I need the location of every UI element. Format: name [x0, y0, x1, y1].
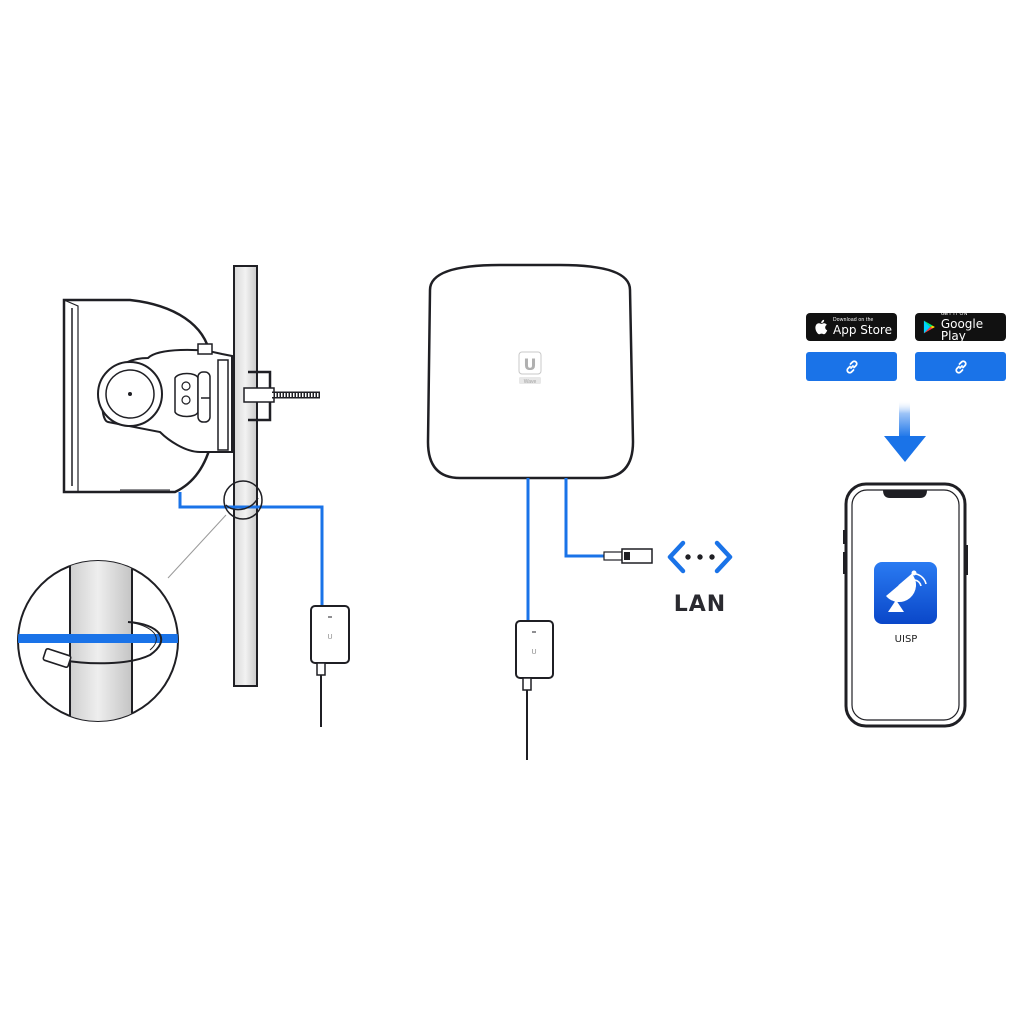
google-play-label: Google Play	[940, 317, 984, 343]
satellite-dish-icon	[886, 570, 927, 612]
app-store-label: App Store	[833, 323, 892, 337]
mounting-pole	[233, 265, 258, 687]
smartphone	[843, 482, 968, 728]
svg-text:U: U	[531, 649, 536, 656]
device-logo: U Wave	[518, 351, 542, 385]
uisp-app-icon[interactable]	[874, 562, 937, 624]
device-lan-cable	[564, 478, 606, 558]
uisp-app-label: UISP	[894, 634, 918, 645]
play-icon	[923, 320, 935, 334]
svg-text:Wave: Wave	[524, 379, 537, 385]
pole-mount-scene: U	[17, 265, 350, 727]
link-icon	[954, 359, 967, 374]
lan-label: LAN	[673, 592, 727, 617]
download-arrow	[884, 400, 926, 462]
app-store-small-label: Download on the	[833, 317, 874, 323]
lan-connector	[603, 548, 653, 564]
google-play-link-button[interactable]	[915, 352, 1006, 381]
link-icon	[845, 359, 858, 374]
antenna-ethernet-cable	[178, 492, 324, 610]
poe-adapter-left: U	[310, 605, 350, 727]
zip-tie-detail-marker	[223, 480, 263, 520]
zip-tie-zoom-inset	[17, 560, 179, 722]
poe-adapter-middle: U	[515, 620, 554, 760]
app-store-link-button[interactable]	[806, 352, 897, 381]
app-store-badge[interactable]: Download on the App Store	[806, 313, 897, 341]
svg-text:U: U	[327, 634, 332, 641]
network-arrows-icon	[667, 540, 733, 574]
apple-icon	[815, 319, 828, 335]
google-play-badge[interactable]: GET IT ON Google Play	[915, 311, 1006, 343]
device-scene: U Wave U	[426, 263, 733, 760]
svg-text:U: U	[524, 355, 537, 374]
google-play-small-label: GET IT ON	[940, 311, 968, 317]
